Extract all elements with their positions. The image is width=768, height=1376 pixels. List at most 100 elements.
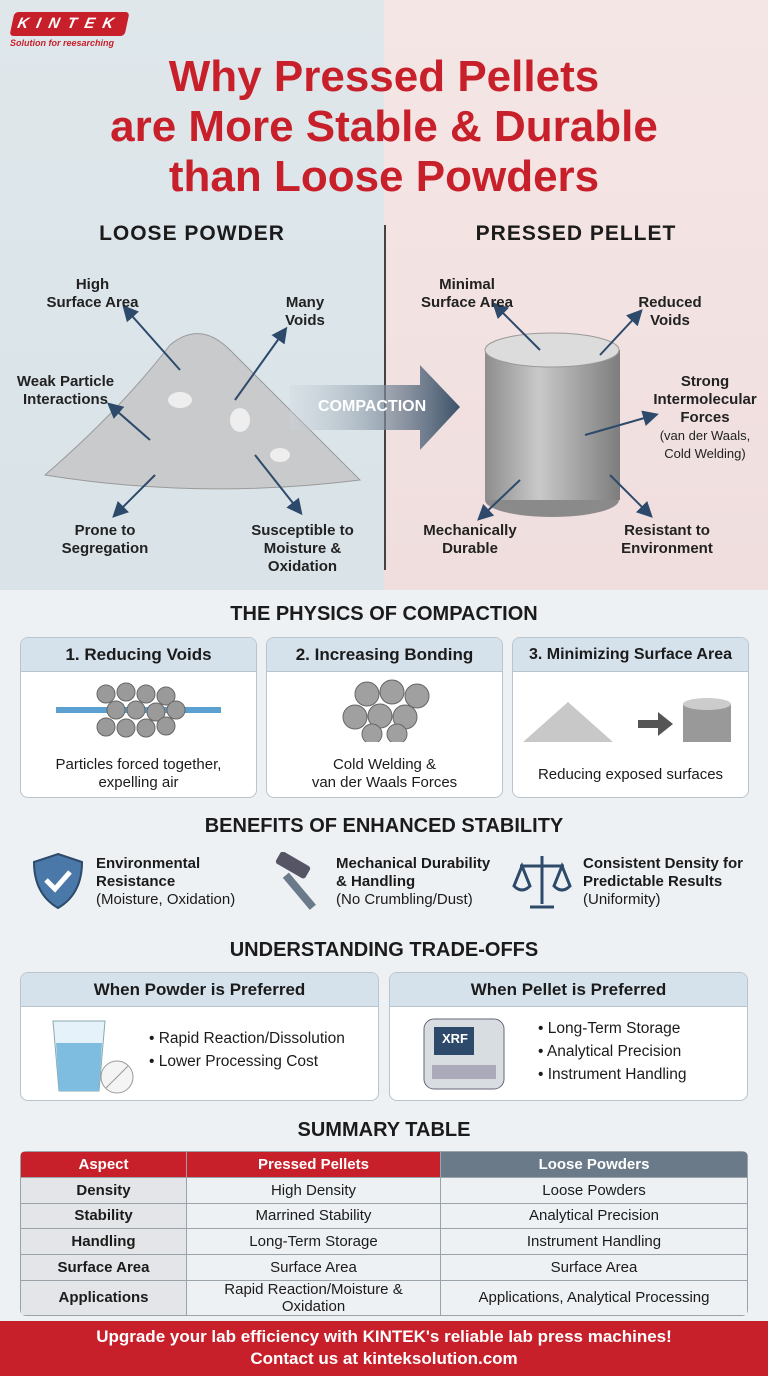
label-line: Strong (680, 373, 730, 390)
logo-text: KINTEK (15, 15, 124, 32)
table-cell: Surface Area (20, 1254, 187, 1281)
powder-benefits-list: Rapid Reaction/DissolutionLower Processi… (149, 1027, 345, 1073)
table-cell: Rapid Reaction/Moisture & Oxidation (186, 1279, 441, 1316)
bonded-particles-icon (342, 679, 430, 745)
table-cell: Marrined Stability (186, 1202, 441, 1230)
table-cell: Handling (20, 1228, 187, 1256)
summary-title: SUMMARY TABLE (297, 1119, 471, 1141)
benefits-title: BENEFITS OF ENHANCED STABILITY (204, 815, 564, 837)
logo[interactable]: KINTEK (9, 12, 130, 36)
label-line: Surface Area (46, 294, 139, 311)
table-cell: Applications, Analytical Processing (440, 1279, 748, 1316)
label-line: Voids (285, 312, 325, 329)
table-cell: High Density (186, 1176, 441, 1204)
label-line: Minimal (439, 276, 495, 293)
loose-panel-bg (0, 0, 384, 590)
benefit-title: Predictable Results (583, 873, 723, 890)
label-line: Oxidation (267, 558, 338, 575)
card-title: 3. Minimizing Surface Area (513, 638, 748, 672)
pellet-cylinder (484, 332, 620, 517)
xrf-label: XRF (442, 1031, 468, 1046)
tradeoffs-title: UNDERSTANDING TRADE-OFFS (229, 939, 539, 961)
physics-title: THE PHYSICS OF COMPACTION (230, 603, 538, 625)
caption-line: expelling air (98, 774, 179, 791)
pressed-pellet-heading: PRESSED PELLET (475, 222, 677, 245)
label-note: Cold Welding) (664, 446, 746, 461)
header-loose-powders: Loose Powders (440, 1151, 748, 1178)
label-line: Voids (650, 312, 690, 329)
card-powder-preferred: When Powder is Preferred Rapid Reaction/… (20, 972, 379, 1101)
benefit-note: (Moisture, Oxidation) (96, 891, 236, 908)
label-line: Resistant to (624, 522, 710, 539)
pile-to-cylinder-icon (523, 698, 731, 742)
comparison-illustration (43, 302, 659, 521)
shield-check-icon (32, 852, 84, 910)
card-title: 1. Reducing Voids (21, 638, 256, 672)
label-line: Weak Particle (16, 373, 115, 390)
label-line: Interactions (22, 391, 109, 408)
glass-tablet-icon (52, 1020, 134, 1094)
benefit-title: & Handling (336, 873, 416, 890)
footer-contact[interactable]: Contact us at kinteksolution.com (250, 1349, 518, 1368)
page-title: Why Pressed Pellets are More Stable & Du… (0, 52, 768, 202)
label-line: Moisture & (263, 540, 342, 557)
label-line: High (75, 276, 110, 293)
benefit-title: Mechanical Durability (336, 855, 491, 872)
table-cell: Applications (20, 1279, 187, 1316)
xrf-instrument-icon (423, 1018, 505, 1090)
title-line: Why Pressed Pellets (168, 52, 600, 101)
card-increasing-bonding: 2. Increasing Bonding Cold Welding &van … (266, 637, 503, 798)
table-cell: Instrument Handling (440, 1228, 748, 1256)
logo-tagline: Solution for reesarching (10, 38, 115, 48)
label-line: Intermolecular (653, 391, 757, 408)
benefit-note: (Uniformity) (583, 891, 661, 908)
table-cell: Surface Area (186, 1254, 441, 1281)
title-line: are More Stable & Durable (110, 102, 658, 151)
table-cell: Analytical Precision (440, 1202, 748, 1230)
particles-compressed-icon (56, 682, 221, 738)
list-item: Instrument Handling (538, 1063, 687, 1086)
caption-line: Cold Welding & (332, 756, 437, 773)
title-line: than Loose Powders (168, 152, 600, 201)
summary-table: Aspect Pressed Pellets Loose Powders Den… (20, 1151, 748, 1316)
footer-banner[interactable]: Upgrade your lab efficiency with KINTEK'… (0, 1321, 768, 1376)
loose-powder-heading: LOOSE POWDER (99, 222, 285, 245)
benefit-title: Environmental (96, 855, 201, 872)
card-title: 2. Increasing Bonding (267, 638, 502, 672)
scale-icon (512, 856, 572, 909)
table-cell: Density (20, 1176, 187, 1204)
header-aspect: Aspect (20, 1151, 187, 1178)
label-line: Prone to (74, 522, 136, 539)
compaction-label: COMPACTION (318, 398, 427, 415)
label-line: Mechanically (423, 522, 517, 539)
table-cell: Long-Term Storage (186, 1228, 441, 1256)
label-line: Many (285, 294, 325, 311)
hammer-icon (275, 852, 316, 910)
label-line: Susceptible to (251, 522, 354, 539)
footer-cta: Upgrade your lab efficiency with KINTEK'… (96, 1327, 672, 1346)
card-minimizing-surface: 3. Minimizing Surface Area Reducing expo… (512, 637, 749, 798)
label-line: Forces (680, 409, 730, 426)
benefit-mechanical: Mechanical Durability& Handling(No Crumb… (336, 855, 490, 909)
header-pressed-pellets: Pressed Pellets (186, 1151, 441, 1178)
benefit-title: Resistance (96, 873, 176, 890)
list-item: Rapid Reaction/Dissolution (149, 1027, 345, 1050)
caption-line: Reducing exposed surfaces (537, 766, 724, 783)
label-line: Segregation (61, 540, 149, 557)
pellet-benefits-list: Long-Term StorageAnalytical PrecisionIns… (538, 1017, 687, 1086)
list-item: Long-Term Storage (538, 1017, 686, 1040)
label-line: Durable (442, 540, 498, 557)
label-line: Reduced (638, 294, 702, 311)
